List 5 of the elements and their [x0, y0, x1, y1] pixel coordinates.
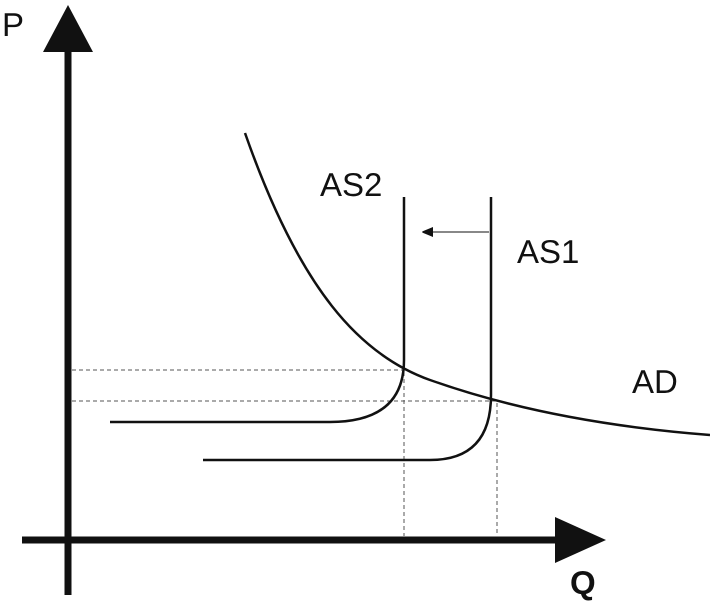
axis-label: Q	[570, 566, 596, 599]
curve-label: AD	[632, 365, 678, 398]
axis-label: P	[2, 8, 24, 41]
curve-label: AS1	[517, 235, 580, 268]
curve-label: AS2	[320, 168, 382, 201]
